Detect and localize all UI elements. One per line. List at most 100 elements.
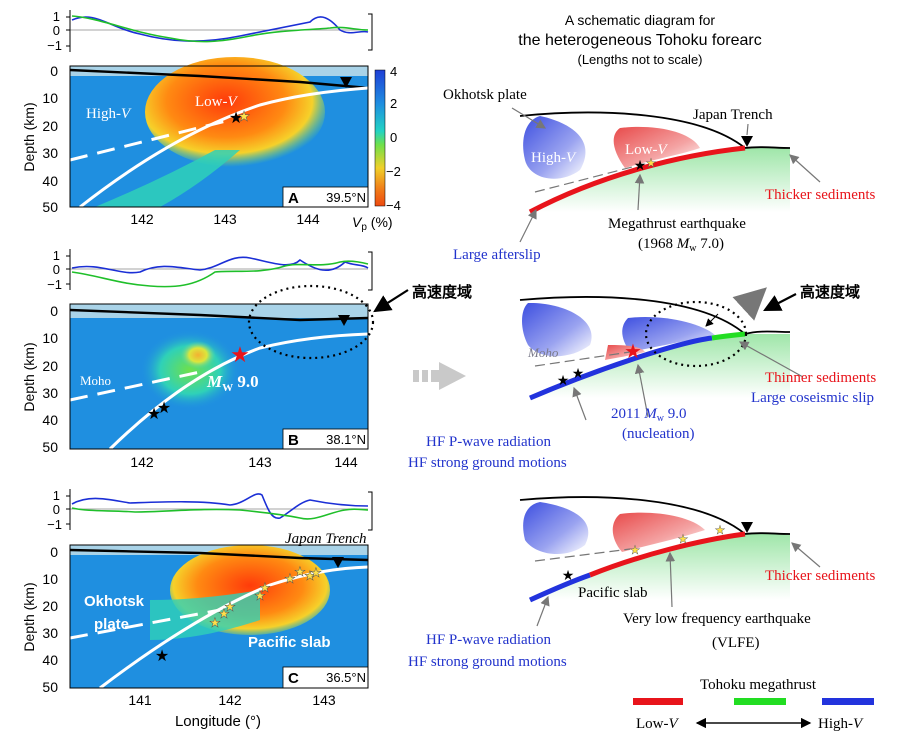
residual-tick: 0 xyxy=(53,502,60,517)
depth-tick: 20 xyxy=(42,358,58,374)
axis-c: 0 10 20 30 40 50 141 142 143 Longitude (… xyxy=(21,544,336,730)
residual-tick: −1 xyxy=(47,277,62,292)
residual-tick: 0 xyxy=(53,23,60,38)
depth-tick: 50 xyxy=(42,439,58,455)
svg-text:★: ★ xyxy=(259,580,271,595)
latitude-label: 39.5°N xyxy=(326,190,366,205)
svg-text:★: ★ xyxy=(209,615,221,630)
legend: Tohoku megathrust Low-V High-V xyxy=(633,677,874,732)
depth-tick: 10 xyxy=(42,90,58,106)
label-high-v: High-V xyxy=(531,150,577,166)
label-coseismic-slip: Large coseismic slip xyxy=(751,390,874,406)
longitude-tick: 141 xyxy=(128,692,152,708)
title-line: the heterogeneous Tohoku forearc xyxy=(518,32,761,49)
star-earthquake: ★ xyxy=(634,157,647,173)
depth-tick: 50 xyxy=(42,679,58,695)
velocity-section-a: ★ ★ High-V Low-V A 39.5°N xyxy=(69,57,369,209)
residual-tick: −1 xyxy=(47,517,62,532)
label-large-afterslip: Large afterslip xyxy=(453,247,541,263)
colorbar-tick: 4 xyxy=(390,64,397,79)
legend-high-v-swatch xyxy=(822,698,874,705)
label-plate: plate xyxy=(94,616,129,633)
star-earthquake: ★ xyxy=(155,648,169,665)
longitude-tick: 144 xyxy=(296,211,320,227)
panel-a: 1 0 −1 ★ ★ High-V Low-V A 39.5°N 0 10 20 xyxy=(21,9,401,233)
residual-tick: 0 xyxy=(53,262,60,277)
longitude-tick: 142 xyxy=(218,692,242,708)
residual-tick: 1 xyxy=(53,9,60,24)
star-mainshock: ★ xyxy=(230,342,250,367)
label-2011: 2011 Mw 9.0 xyxy=(611,406,686,424)
depth-axis-label: Depth (km) xyxy=(21,582,37,651)
label-high-v: High-V xyxy=(86,106,132,122)
colorbar-tick: −2 xyxy=(386,164,401,179)
residual-tick: 1 xyxy=(53,248,60,263)
legend-title: Tohoku megathrust xyxy=(700,677,817,693)
residual-plot-c: 1 0 −1 xyxy=(47,488,373,532)
label-thicker-sediments: Thicker sediments xyxy=(765,187,876,203)
svg-text:★: ★ xyxy=(284,571,296,586)
label-hf-ground: HF strong ground motions xyxy=(408,654,567,670)
colorbar-tick: 0 xyxy=(390,130,397,145)
depth-axis-label: Depth (km) xyxy=(21,342,37,411)
panel-b: 1 0 −1 ★ ★ ★ Moho MW 9.0 B 38.1°N 高速度域 xyxy=(21,248,472,470)
depth-tick: 10 xyxy=(42,330,58,346)
colorbar: 4 2 0 −2 −4 Vp (%) xyxy=(352,64,401,233)
depth-tick: 30 xyxy=(42,625,58,641)
svg-text:★: ★ xyxy=(310,565,322,580)
velocity-section-b: ★ ★ ★ Moho MW 9.0 B 38.1°N xyxy=(69,284,375,451)
longitude-tick: 143 xyxy=(248,454,272,470)
label-moho: Moho xyxy=(80,373,111,388)
schematic-title: A schematic diagram for the heterogeneou… xyxy=(518,12,761,67)
label-mw: MW 9.0 xyxy=(206,372,259,394)
residual-tick: −1 xyxy=(47,38,62,53)
label-japan-trench-c: Japan Trench xyxy=(285,531,367,547)
star-earthquake: ★ xyxy=(572,365,585,381)
svg-text:★: ★ xyxy=(304,568,316,583)
longitude-tick: 144 xyxy=(334,454,358,470)
star-mainshock: ★ xyxy=(624,341,642,363)
star-earthquake: ★ xyxy=(646,156,657,170)
legend-low-v-swatch xyxy=(633,698,683,705)
depth-tick: 0 xyxy=(50,63,58,79)
schematic-top: ★ ★ Okhotsk plate Japan Trench High-V Lo… xyxy=(443,87,876,263)
svg-text:★: ★ xyxy=(254,588,266,603)
depth-tick: 30 xyxy=(42,145,58,161)
svg-text:★: ★ xyxy=(630,543,641,557)
label-japan-trench: Japan Trench xyxy=(693,107,773,123)
depth-tick: 40 xyxy=(42,173,58,189)
legend-mid-swatch xyxy=(734,698,786,705)
label-thinner-sediments: Thinner sediments xyxy=(765,370,876,386)
star-earthquake: ★ xyxy=(562,567,575,583)
star-earthquake: ★ xyxy=(157,400,171,417)
depth-tick: 30 xyxy=(42,385,58,401)
depth-tick: 0 xyxy=(50,544,58,560)
depth-tick: 40 xyxy=(42,412,58,428)
transition-arrow xyxy=(413,362,466,390)
label-vlfe-abbr: (VLFE) xyxy=(712,635,760,651)
label-nucleation: (nucleation) xyxy=(622,426,694,442)
vlfe-stars: ★★★ ★★★ ★★★ xyxy=(209,564,322,631)
longitude-tick: 142 xyxy=(130,454,154,470)
depth-tick: 20 xyxy=(42,598,58,614)
label-megathrust: Megathrust earthquake xyxy=(608,216,746,232)
legend-low-v: Low-V xyxy=(636,716,680,732)
title-line: A schematic diagram for xyxy=(565,12,716,28)
panel-letter: A xyxy=(288,190,299,207)
label-low-v: Low-V xyxy=(625,142,669,158)
panel-letter: C xyxy=(288,670,299,687)
legend-high-v: High-V xyxy=(818,716,864,732)
star-earthquake: ★ xyxy=(557,372,570,388)
longitude-tick: 143 xyxy=(213,211,237,227)
label-okhotsk-plate: Okhotsk plate xyxy=(443,87,527,103)
latitude-label: 38.1°N xyxy=(326,432,366,447)
longitude-tick: 142 xyxy=(130,211,154,227)
label-pacific-slab: Pacific slab xyxy=(248,634,331,651)
label-1968: (1968 Mw 7.0) xyxy=(638,236,724,254)
longitude-axis-label: Longitude (°) xyxy=(175,713,261,730)
depth-axis-label: Depth (km) xyxy=(21,102,37,171)
depth-tick: 0 xyxy=(50,303,58,319)
depth-tick: 10 xyxy=(42,571,58,587)
label-pacific-slab: Pacific slab xyxy=(578,585,648,601)
